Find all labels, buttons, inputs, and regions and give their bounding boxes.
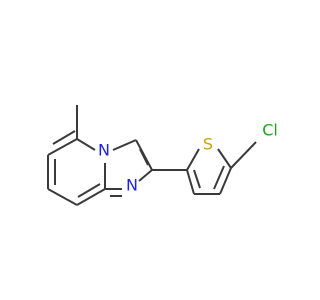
atom-n-imine: N [126,176,138,195]
bond-t5-t4 [219,167,232,195]
imidazole-ring [105,139,153,197]
bond-t3-t2-double [193,169,201,189]
bond-c5-c5-double [52,130,76,145]
bond-t2-s [186,148,200,171]
atom-n-bridge: N [98,141,110,160]
bond-t5-t4-double [213,165,225,190]
thiophene-ring [186,141,257,195]
bond-t5-cl [230,141,257,169]
atom-s: S [203,135,213,154]
bond-c5-c6 [47,138,78,156]
bond-c3-c2-double [139,148,149,166]
bond-s-t5 [217,148,232,169]
bond-c7-c8 [47,188,78,206]
molecule-diagram: N N S Cl [47,105,278,206]
bond-c2-n1 [138,169,153,182]
bond-c8-c8a [76,188,106,206]
bond-t3-t2 [186,169,195,195]
structure-svg: N N S Cl [47,105,278,206]
atom-cl: Cl [262,121,278,140]
pyridine-ring [47,105,106,206]
bond-c8-c8a-double [77,183,101,198]
bond-n-c5 [76,138,96,151]
bond-n-c3 [112,139,137,151]
